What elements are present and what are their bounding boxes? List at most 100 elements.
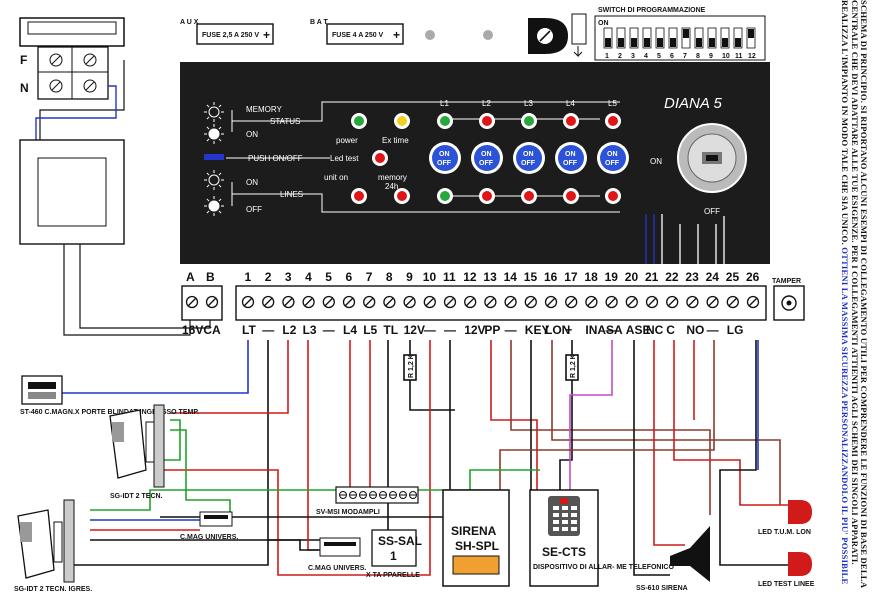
terminal-function: L4 bbox=[343, 323, 357, 337]
onoff-on-label: ON bbox=[439, 151, 450, 158]
st460-contact: ST-460 C.MAGN.X PORTE BLINDAT INGRESSO T… bbox=[20, 375, 199, 416]
dip-number: 5 bbox=[657, 53, 661, 60]
line-status-led bbox=[437, 113, 453, 129]
label-lines: LINES bbox=[280, 190, 303, 199]
dip-switch-9[interactable]: 9 bbox=[707, 27, 717, 60]
dip-number: 10 bbox=[722, 53, 730, 60]
terminal-function: NC bbox=[646, 323, 664, 337]
ss-sal-module: SS-SAL 1 X TA PPARELLE bbox=[366, 529, 422, 579]
key-on-label: ON bbox=[650, 157, 662, 166]
terminal-function: — bbox=[505, 323, 517, 337]
line-label: L3 bbox=[524, 99, 533, 108]
dip-switch-5[interactable]: 5 bbox=[655, 27, 665, 60]
se-cts-sub: DISPOSITIVO DI ALLAR- ME TELEFONICO bbox=[533, 564, 674, 571]
terminal-15: 15 bbox=[524, 270, 537, 309]
brand-logo: DIANA 5 bbox=[664, 95, 722, 112]
dip-switch-1[interactable]: 1 bbox=[603, 27, 613, 60]
terminal-number: 8 bbox=[386, 270, 393, 284]
tamper-label: TAMPER bbox=[772, 278, 801, 285]
terminal-1: 1 bbox=[241, 270, 255, 309]
line-state-led bbox=[605, 188, 621, 204]
terminal-b-label: B bbox=[206, 270, 215, 284]
dip-switch-3[interactable]: 3 bbox=[629, 27, 639, 60]
dip-switch-7[interactable]: 7 bbox=[681, 27, 691, 60]
terminal-function: — bbox=[262, 323, 274, 337]
dip-switch-10[interactable]: 10 bbox=[720, 27, 730, 60]
terminal-function: L2 bbox=[282, 323, 296, 337]
line-label: L4 bbox=[566, 99, 575, 108]
terminal-a-label: A bbox=[186, 270, 195, 284]
terminal-strip-ab: A B 16VCA bbox=[181, 270, 223, 337]
terminal-function: NO bbox=[686, 323, 704, 337]
push-button-icon[interactable] bbox=[204, 154, 224, 160]
power-led bbox=[351, 113, 367, 129]
onoff-on-label: ON bbox=[481, 151, 492, 158]
terminal-4: 4 bbox=[302, 270, 315, 309]
label-memory: memory bbox=[378, 173, 407, 182]
sg-idt2-tecn-sensor: SG-IDT 2 TECN. bbox=[109, 404, 165, 500]
dip-switch-4[interactable]: 4 bbox=[642, 27, 652, 60]
terminal-number: 18 bbox=[584, 270, 598, 284]
terminal-7: 7 bbox=[363, 270, 376, 309]
fuse-bat: B A T FUSE 4 A 250 V + bbox=[310, 19, 404, 45]
dip-number: 4 bbox=[644, 53, 648, 60]
led-test-label: LED TEST LINEE bbox=[758, 581, 815, 588]
terminal-function: — bbox=[323, 323, 335, 337]
label-unit-on: unit on bbox=[324, 173, 348, 182]
terminal-17: 17 bbox=[564, 270, 578, 309]
sirena-label: SIRENA bbox=[451, 524, 497, 538]
onoff-on-label: ON bbox=[523, 151, 534, 158]
dip-switch-11[interactable]: 11 bbox=[733, 27, 743, 60]
sv-msi-label: SV-MSI MODAMPLI bbox=[316, 509, 380, 516]
cmag1-label: C.MAG UNIVERS. bbox=[180, 534, 238, 541]
terminal-function: PP bbox=[484, 323, 500, 337]
ss610-siren: SS-610 SIRENA bbox=[636, 526, 710, 592]
line-state-led bbox=[521, 188, 537, 204]
dip-switch-6[interactable]: 6 bbox=[668, 27, 678, 60]
dip-number: 6 bbox=[670, 53, 674, 60]
dip-number: 9 bbox=[709, 53, 713, 60]
sv-msi-module: SV-MSI MODAMPLI bbox=[316, 486, 419, 516]
status-led-icon bbox=[204, 170, 224, 190]
dip-switch-8[interactable]: 8 bbox=[694, 27, 704, 60]
terminal-6: 6 bbox=[342, 270, 356, 309]
line-status-led bbox=[605, 113, 621, 129]
terminal-12: 12 bbox=[463, 270, 477, 309]
dip-number: 7 bbox=[683, 53, 687, 60]
battery-connector bbox=[528, 13, 587, 58]
svg-text:+: + bbox=[263, 28, 270, 42]
terminal-function: LT bbox=[242, 323, 256, 337]
terminal-function: — bbox=[606, 323, 618, 337]
tamper[interactable]: TAMPER bbox=[772, 278, 805, 321]
terminal-function: + bbox=[565, 323, 572, 337]
onoff-on-label: ON bbox=[607, 151, 618, 158]
line-status-led bbox=[563, 113, 579, 129]
line-state-led bbox=[563, 188, 579, 204]
label-led-test: Led test bbox=[330, 154, 359, 163]
terminal-11: 11 bbox=[443, 270, 457, 309]
dip-number: 2 bbox=[618, 53, 622, 60]
terminal-number: 7 bbox=[366, 270, 373, 284]
key-switch[interactable] bbox=[677, 123, 747, 193]
terminal-function: LON bbox=[545, 323, 570, 337]
terminal-5: 5 bbox=[322, 270, 335, 309]
terminal-function: ASE bbox=[626, 323, 651, 337]
line-label: L2 bbox=[482, 99, 491, 108]
sirena-model: SH-SPL bbox=[455, 539, 499, 553]
fuse-aux-tag: A U X bbox=[180, 19, 199, 26]
terminal-25: 25 bbox=[726, 270, 739, 309]
terminal-function: — bbox=[424, 323, 436, 337]
dip-switch-12[interactable]: 12 bbox=[746, 27, 756, 60]
terminal-3: 3 bbox=[282, 270, 295, 309]
terminal-16: 16 bbox=[544, 270, 558, 309]
se-cts-label: SE-CTS bbox=[542, 545, 586, 559]
dip-number: 1 bbox=[605, 53, 609, 60]
dip-switch-2[interactable]: 2 bbox=[616, 27, 626, 60]
